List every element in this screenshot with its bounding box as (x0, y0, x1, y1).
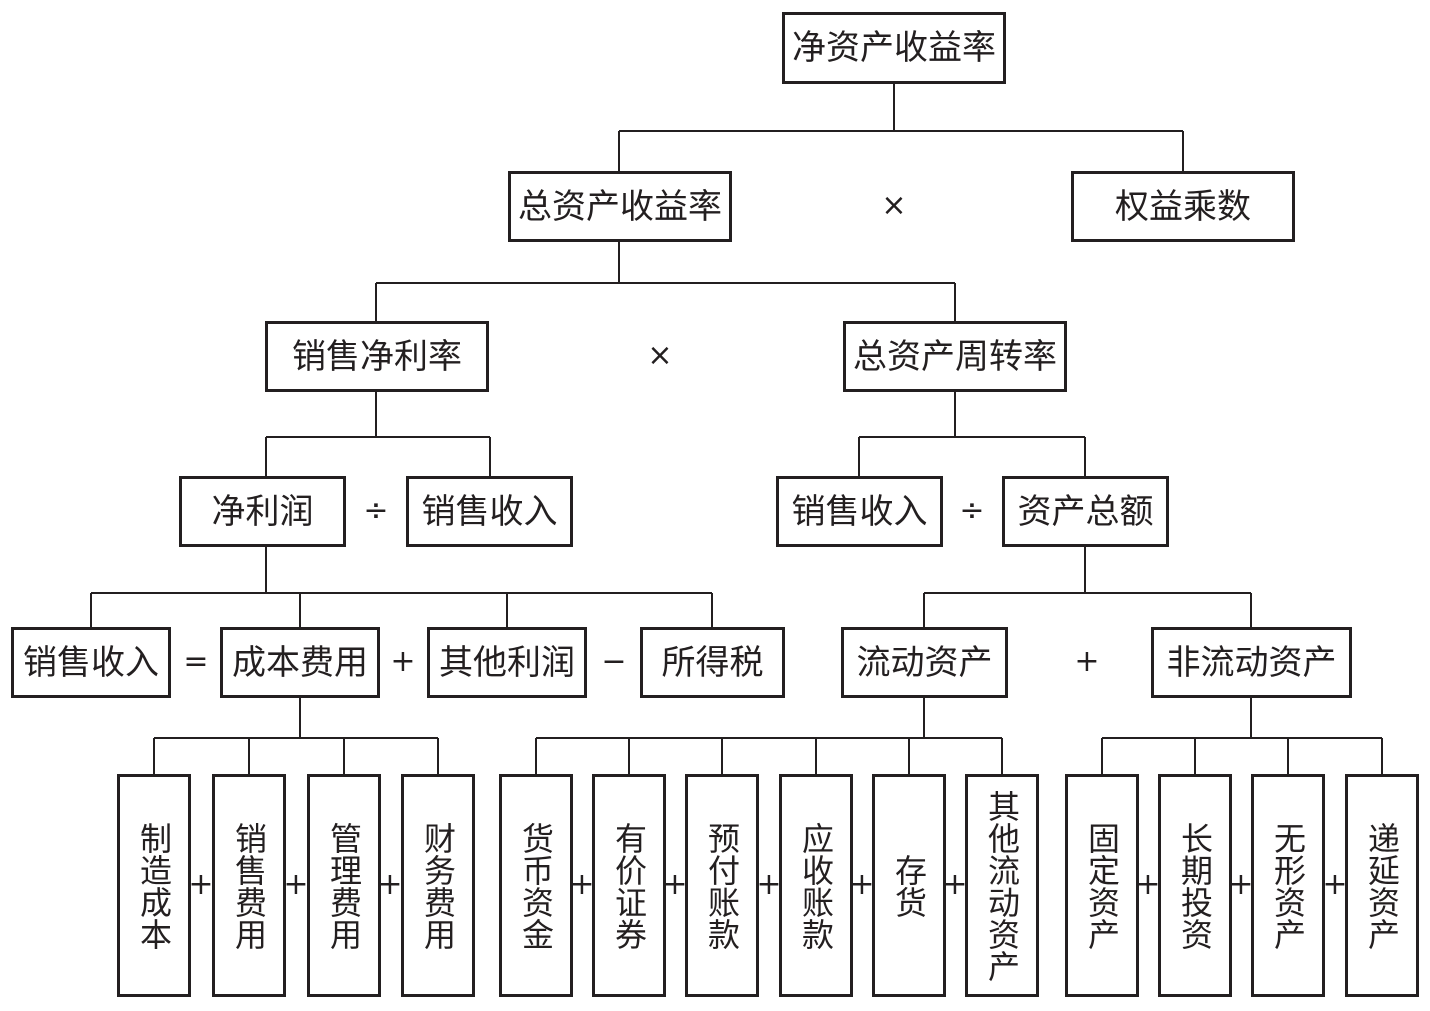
node-finance-expense-label: 财务费用 (419, 821, 457, 950)
node-fixed-assets: 固定资产 (1065, 774, 1139, 997)
op-plus-8: + (756, 867, 782, 902)
node-total-assets: 资产总额 (1002, 476, 1169, 547)
node-deferred-assets: 递延资产 (1345, 774, 1419, 997)
node-intangible-assets-label: 无形资产 (1269, 821, 1307, 950)
op-plus-5: + (377, 867, 403, 902)
op-plus-11: + (1135, 867, 1161, 902)
op-divide-1: ÷ (363, 493, 389, 528)
node-other-current-assets-label: 其他流动资产 (983, 789, 1021, 982)
op-divide-2: ÷ (959, 493, 985, 528)
node-equity-multiplier: 权益乘数 (1071, 171, 1295, 242)
node-other-profit: 其他利润 (427, 627, 587, 698)
op-plus-2: + (1074, 644, 1100, 679)
node-fixed-assets-label: 固定资产 (1083, 821, 1121, 950)
node-non-current-assets: 非流动资产 (1151, 627, 1352, 698)
op-times-1: × (881, 188, 907, 223)
node-other-current-assets: 其他流动资产 (965, 774, 1039, 997)
node-total-assets-label: 资产总额 (1017, 491, 1154, 532)
op-plus-1: + (390, 644, 416, 679)
node-net-profit-margin-label: 销售净利率 (292, 336, 462, 377)
node-long-term-investment-label: 长期投资 (1176, 821, 1214, 950)
node-securities: 有价证券 (592, 774, 666, 997)
node-admin-expense: 管理费用 (307, 774, 381, 997)
node-current-assets: 流动资产 (841, 627, 1008, 698)
op-plus-3: + (188, 867, 214, 902)
node-income-tax: 所得税 (640, 627, 785, 698)
node-finance-expense: 财务费用 (401, 774, 475, 997)
node-sales-revenue-1: 销售收入 (406, 476, 573, 547)
node-inventory-label: 存货 (890, 853, 928, 918)
node-cash-label: 货币资金 (517, 821, 555, 950)
node-cash: 货币资金 (499, 774, 573, 997)
node-prepaid-label: 预付账款 (703, 821, 741, 950)
node-cost-expense-label: 成本费用 (232, 642, 368, 683)
node-prepaid: 预付账款 (685, 774, 759, 997)
op-plus-6: + (569, 867, 595, 902)
node-current-assets-label: 流动资产 (856, 642, 993, 683)
op-minus: − (601, 644, 627, 679)
node-selling-expense: 销售费用 (212, 774, 286, 997)
op-plus-7: + (662, 867, 688, 902)
node-receivables: 应收账款 (779, 774, 853, 997)
node-deferred-assets-label: 递延资产 (1363, 821, 1401, 950)
node-equity-multiplier-label: 权益乘数 (1115, 186, 1251, 227)
op-equals: = (183, 644, 209, 679)
node-net-profit-label: 净利润 (211, 491, 314, 532)
op-plus-4: + (283, 867, 309, 902)
node-sales-revenue-2-label: 销售收入 (791, 491, 928, 532)
node-sales-revenue-3-label: 销售收入 (23, 642, 159, 683)
node-long-term-investment: 长期投资 (1158, 774, 1232, 997)
node-sales-revenue-2: 销售收入 (776, 476, 943, 547)
node-non-current-assets-label: 非流动资产 (1166, 642, 1337, 683)
node-manufacturing-cost: 制造成本 (117, 774, 191, 997)
node-net-profit-margin: 销售净利率 (265, 321, 489, 392)
node-selling-expense-label: 销售费用 (230, 821, 268, 950)
op-plus-10: + (942, 867, 968, 902)
node-total-asset-turnover-label: 总资产周转率 (853, 336, 1057, 377)
op-plus-12: + (1228, 867, 1254, 902)
node-sales-revenue-3: 销售收入 (11, 627, 171, 698)
node-receivables-label: 应收账款 (797, 821, 835, 950)
node-roa-label: 总资产收益率 (518, 186, 722, 227)
node-intangible-assets: 无形资产 (1251, 774, 1325, 997)
node-roe-label: 净资产收益率 (792, 28, 996, 68)
node-admin-expense-label: 管理费用 (325, 821, 363, 950)
node-inventory: 存货 (872, 774, 946, 997)
op-times-2: × (647, 338, 673, 373)
node-other-profit-label: 其他利润 (439, 642, 575, 683)
node-roe: 净资产收益率 (782, 12, 1006, 84)
op-plus-9: + (849, 867, 875, 902)
node-sales-revenue-1-label: 销售收入 (421, 491, 558, 532)
node-securities-label: 有价证券 (610, 821, 648, 950)
op-plus-13: + (1322, 867, 1348, 902)
node-income-tax-label: 所得税 (661, 642, 764, 683)
node-total-asset-turnover: 总资产周转率 (843, 321, 1067, 392)
node-roa: 总资产收益率 (508, 171, 732, 242)
node-manufacturing-cost-label: 制造成本 (135, 821, 173, 950)
node-net-profit: 净利润 (179, 476, 346, 547)
node-cost-expense: 成本费用 (220, 627, 380, 698)
